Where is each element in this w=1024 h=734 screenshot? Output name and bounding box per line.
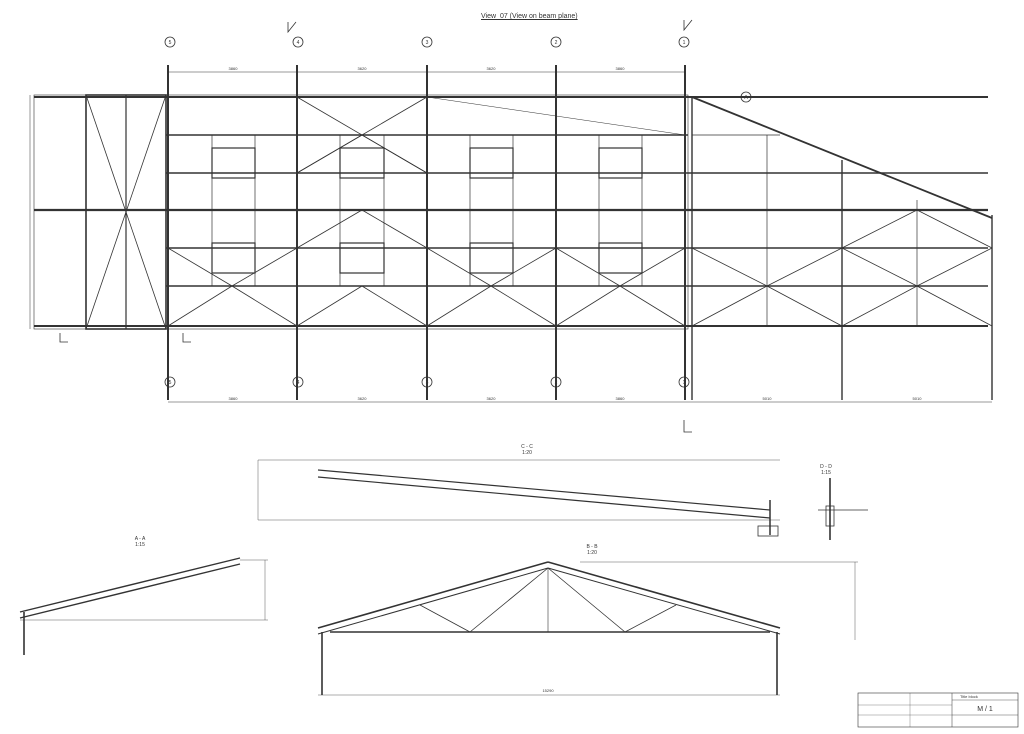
grid-bubble [678, 36, 690, 48]
plan-outline [33, 94, 689, 330]
grid-bubble [550, 36, 562, 48]
grid-label: 2 [555, 380, 558, 386]
title-block [857, 692, 1019, 728]
grid-label: 5 [169, 380, 172, 386]
dimension-text: 3860 [616, 396, 626, 401]
grid-label: 3 [426, 380, 429, 386]
detail-a-a [19, 557, 268, 655]
dimension-text: 3620 [358, 66, 368, 71]
grid-label: 3 [426, 40, 429, 46]
truss-span: 15290 [542, 688, 554, 693]
grid-label: 4 [297, 40, 300, 46]
detail-b-b [317, 561, 858, 696]
sheet-number: M / 1 [977, 706, 993, 713]
grid-label: 1 [683, 40, 686, 46]
dimension-text: 3620 [487, 66, 497, 71]
detail-c-c [257, 459, 780, 537]
detail-d-d [818, 478, 868, 540]
section-label: A [744, 95, 748, 101]
dimension-text: 3620 [358, 396, 368, 401]
dimension-text: 3860 [229, 66, 239, 71]
grid-bubble [421, 36, 433, 48]
detail-title: B - B [586, 544, 598, 550]
dimension-text: 3620 [487, 396, 497, 401]
grid-label: 1 [683, 380, 686, 386]
detail-title: D - D [820, 464, 832, 470]
section-mark-a [740, 91, 752, 103]
detail-scale: 1:20 [587, 550, 597, 556]
dimension-text: 3860 [229, 396, 239, 401]
detail-title: A - A [135, 536, 146, 542]
grid-label: 4 [297, 380, 300, 386]
detail-title: C - C [521, 444, 533, 450]
sloped-edge [691, 96, 993, 219]
grid-bubble [164, 36, 176, 48]
dimension-text: 5010 [913, 396, 923, 401]
detail-scale: 1:20 [522, 450, 532, 456]
grid-bubble [292, 36, 304, 48]
dimension-text: 3860 [616, 66, 626, 71]
detail-scale: 1:15 [135, 542, 145, 548]
detail-scale: 1:15 [821, 470, 831, 476]
dimension-text: 5010 [763, 396, 773, 401]
grid-label: 2 [555, 40, 558, 46]
title-block-header: Title block [960, 694, 978, 699]
main-view-title: View_07 (View on beam plane) [481, 13, 578, 20]
grid-label: 5 [169, 40, 172, 46]
